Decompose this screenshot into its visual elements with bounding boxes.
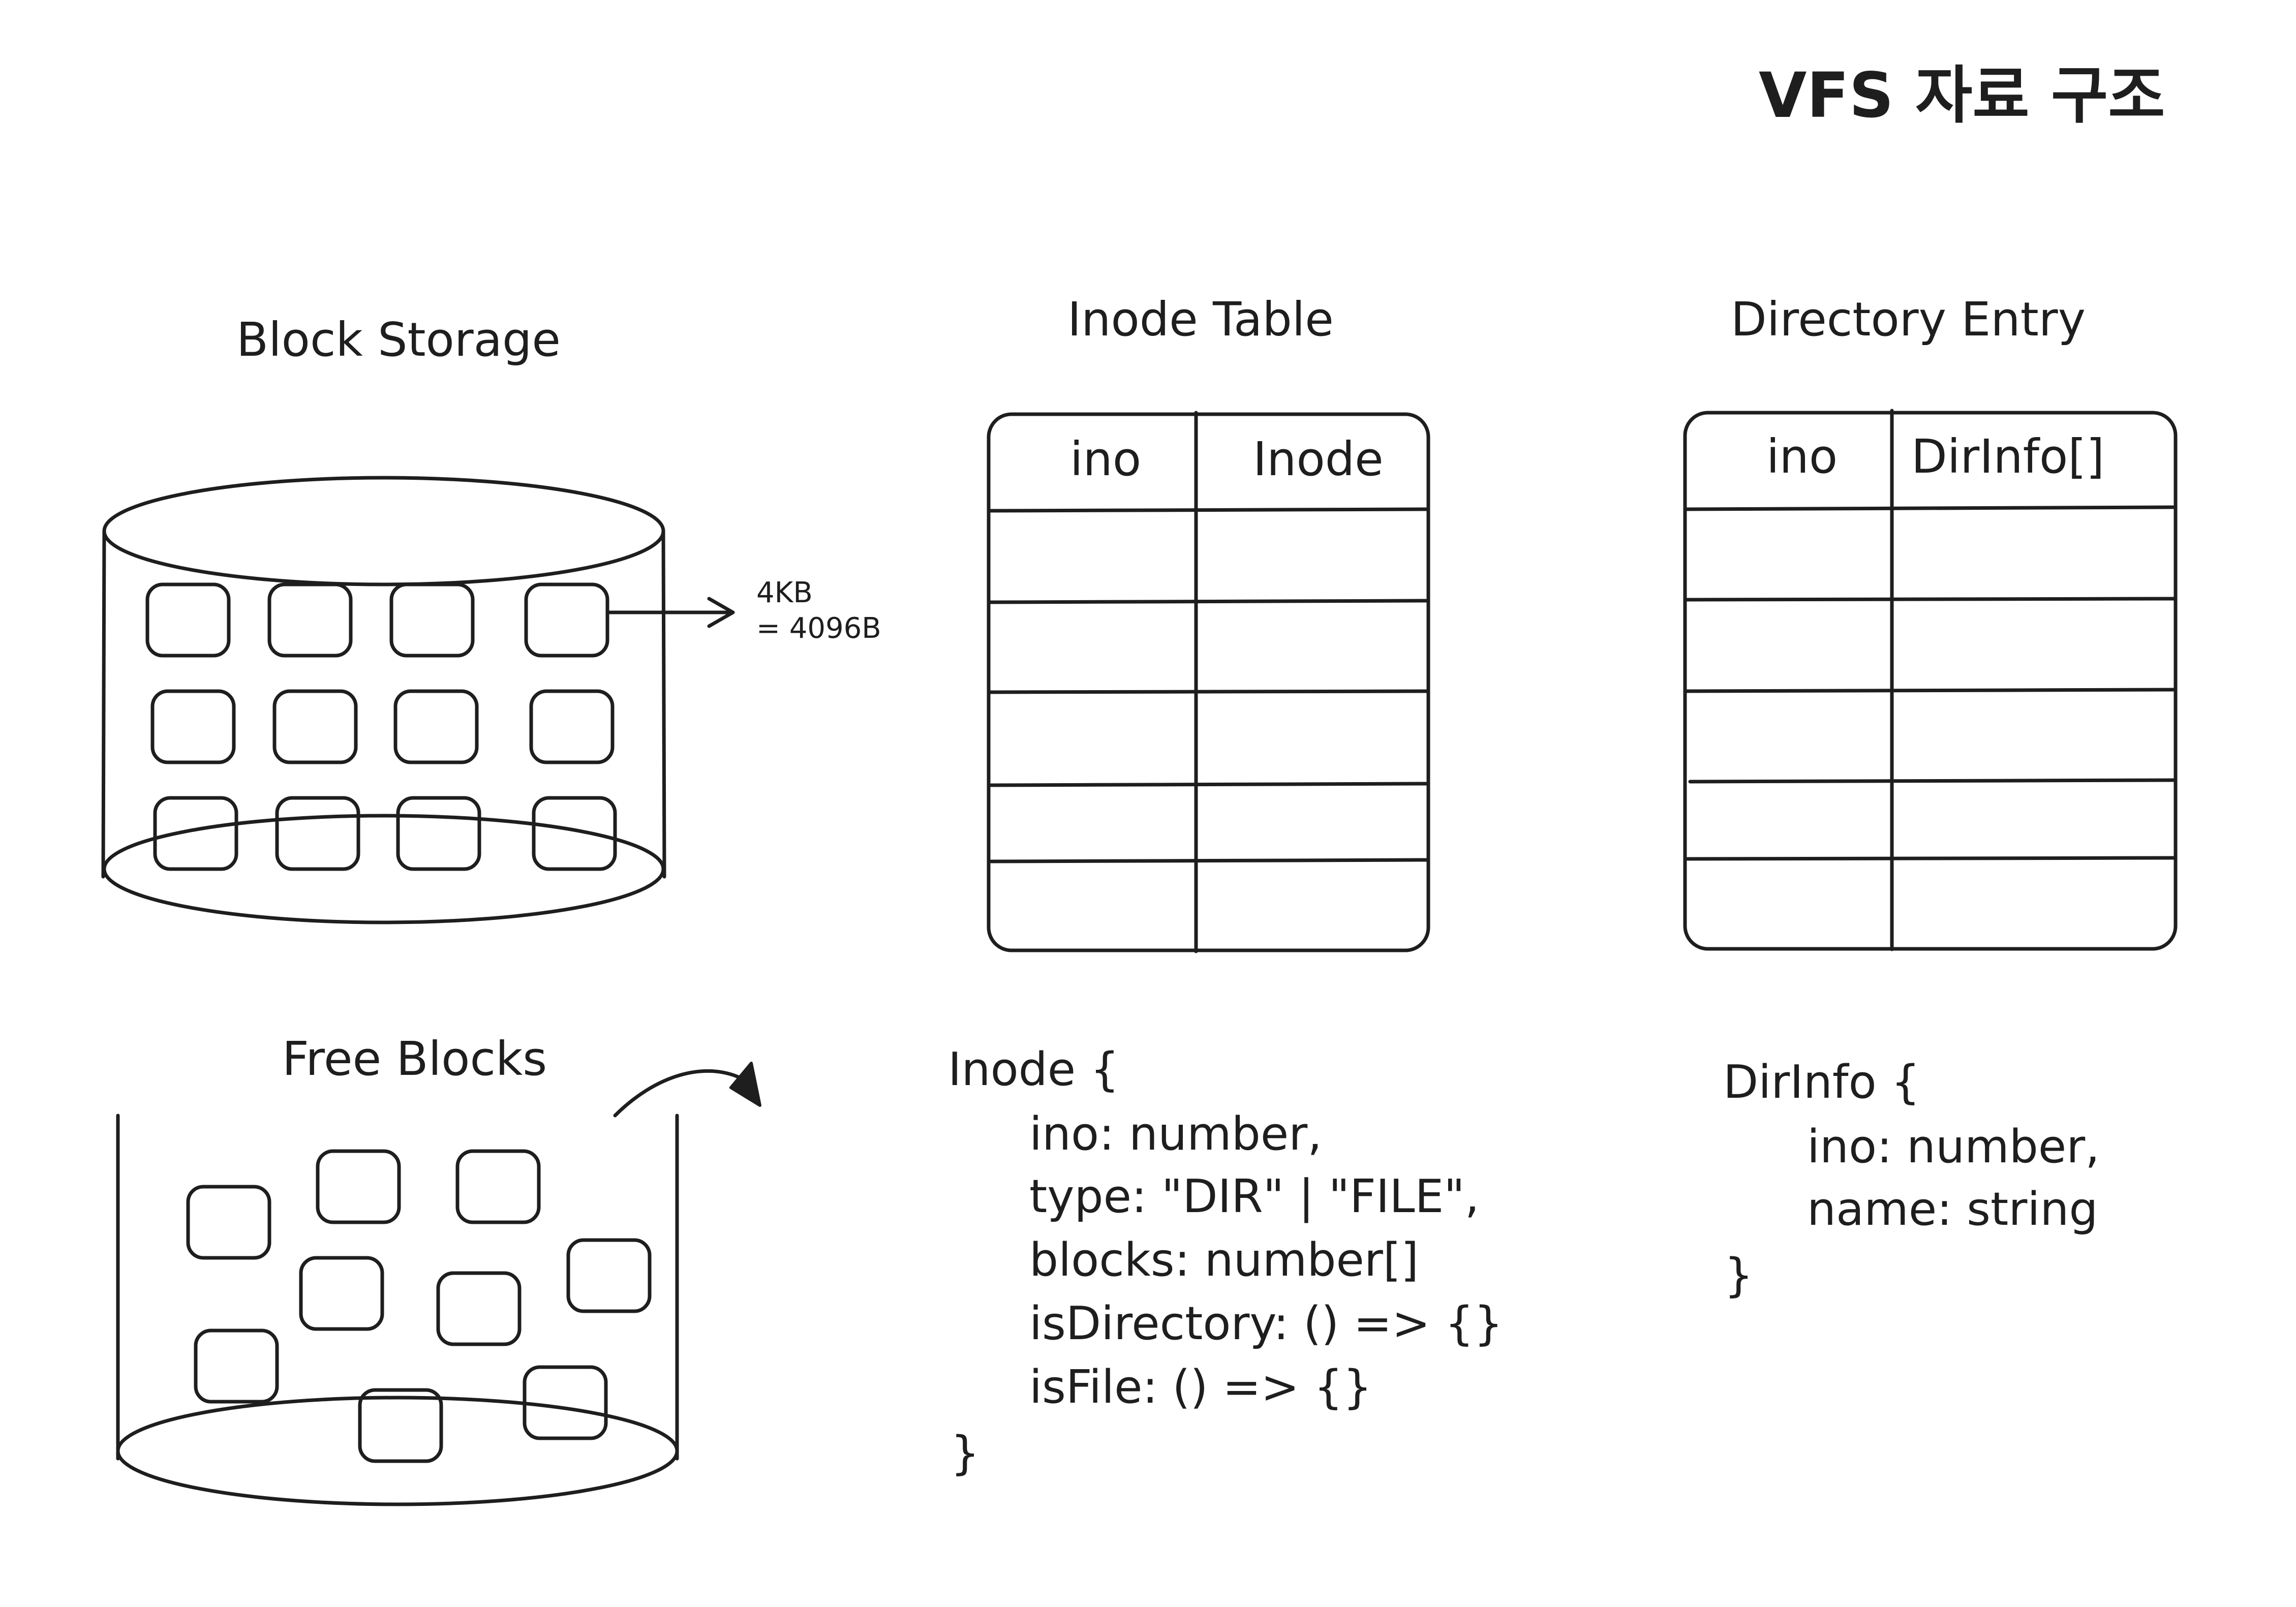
storage-block <box>267 582 353 658</box>
page-title: VFS 자료 구조 <box>1759 59 2165 132</box>
code-line: } <box>951 1427 979 1480</box>
directory-entry-column-dirinfo: DirInfo[] <box>1911 429 2104 484</box>
code-line: ino: number, <box>1807 1120 2100 1173</box>
directory-entry-table <box>1683 409 2178 951</box>
storage-block <box>272 689 358 764</box>
code-line: isFile: () => {} <box>1029 1361 1372 1414</box>
storage-block <box>393 689 479 764</box>
code-line: type: "DIR" | "FILE", <box>1029 1170 1479 1223</box>
free-block <box>566 1238 652 1313</box>
free-block <box>316 1149 401 1224</box>
code-line: name: string <box>1807 1183 2098 1236</box>
block-size-bytes-label: = 4096B <box>756 612 881 645</box>
code-line: ino: number, <box>1029 1107 1322 1161</box>
block-size-label: 4KB <box>756 576 813 609</box>
inode-table-column-ino: ino <box>1070 432 1141 486</box>
block-storage-label: Block Storage <box>236 313 561 367</box>
code-line: Inode { <box>948 1043 1119 1096</box>
free-blocks-label: Free Blocks <box>282 1032 547 1086</box>
storage-block <box>389 582 475 658</box>
free-blocks-container <box>116 1114 679 1506</box>
free-blocks-items <box>186 1149 652 1463</box>
inode-table <box>987 411 1430 953</box>
free-block <box>455 1149 541 1224</box>
storage-block <box>150 689 236 764</box>
storage-block <box>529 689 615 764</box>
free-block <box>436 1271 522 1346</box>
storage-block <box>275 796 360 871</box>
directory-entry-label: Directory Entry <box>1731 292 2086 347</box>
inode-code-block: Inode { ino: number, type: "DIR" | "FILE… <box>948 1043 1503 1480</box>
free-block <box>186 1185 271 1260</box>
code-line: } <box>1724 1249 1753 1302</box>
dirinfo-code-block: DirInfo { ino: number, name: string } <box>1723 1056 2100 1302</box>
storage-block <box>145 582 231 658</box>
storage-block <box>532 796 617 871</box>
code-line: blocks: number[] <box>1029 1233 1419 1287</box>
storage-block <box>524 582 609 658</box>
code-line: isDirectory: () => {} <box>1029 1297 1503 1350</box>
directory-entry-column-ino: ino <box>1766 429 1838 484</box>
code-line: DirInfo { <box>1723 1056 1920 1109</box>
free-block <box>358 1388 443 1463</box>
block-storage-blocks <box>145 582 617 871</box>
free-blocks-curved-arrow <box>613 1062 761 1118</box>
free-block <box>523 1365 608 1440</box>
inode-table-column-inode: Inode <box>1253 432 1384 486</box>
storage-block <box>153 796 238 871</box>
free-block <box>194 1328 279 1404</box>
storage-block <box>396 796 481 871</box>
block-storage-cylinder <box>101 476 666 924</box>
block-size-arrow <box>605 597 735 628</box>
free-block <box>299 1256 384 1331</box>
inode-table-label: Inode Table <box>1067 292 1334 347</box>
